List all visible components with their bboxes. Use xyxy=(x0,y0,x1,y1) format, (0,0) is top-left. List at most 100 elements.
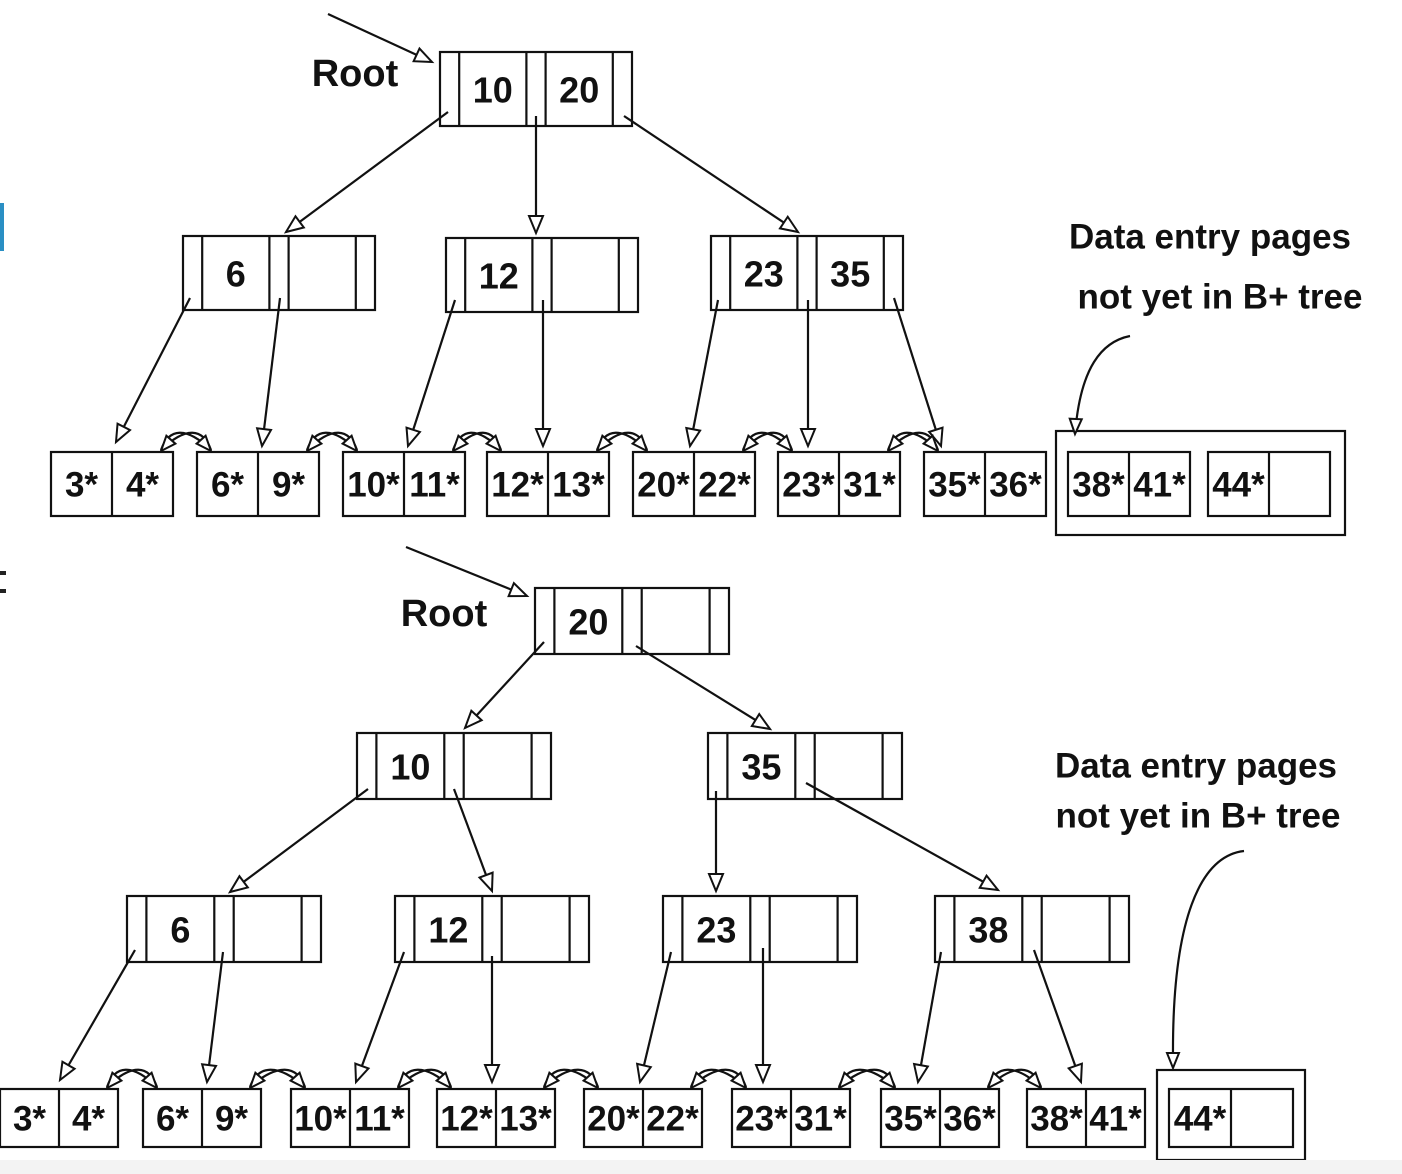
index-node-key-2: 35 xyxy=(830,254,870,295)
leaf-page: 10*11* xyxy=(341,450,467,518)
tree-edge-arrow-head xyxy=(978,873,1001,892)
leaf-page-entry-1: 35* xyxy=(884,1100,937,1139)
sibling-link-head-left xyxy=(689,1071,708,1091)
pending-leaf-page: 44* xyxy=(1206,450,1332,518)
index-node: 6 xyxy=(125,894,323,964)
leaf-page-entry-1: 10* xyxy=(347,466,400,505)
tree-edge-arrow-head xyxy=(58,1060,77,1083)
leaf-page: 23*31* xyxy=(776,450,902,518)
leaf-page-entry-2: 22* xyxy=(646,1100,699,1139)
tree-edge-arrow-head xyxy=(750,712,773,731)
pending-annotation-line-2: not yet in B+ tree xyxy=(1056,797,1341,836)
tree-edge-arrow xyxy=(916,951,943,1083)
root-node-box xyxy=(533,586,731,656)
annotation-pointer-head xyxy=(1165,1052,1181,1071)
index-node-box xyxy=(933,894,1131,964)
tree-edge-arrow-head xyxy=(483,1064,501,1085)
sibling-link-head-right xyxy=(434,1071,453,1091)
leaf-page: 35*36* xyxy=(879,1087,1001,1149)
tree-edge-arrow xyxy=(205,951,225,1083)
tree-edge-arrow xyxy=(464,641,545,729)
tree-edge-arrow xyxy=(892,297,943,447)
pending-annotation-line-1: Data entry pages xyxy=(1055,747,1337,786)
tree-edge-arrow-head xyxy=(527,215,545,236)
sibling-link-head-left xyxy=(159,434,178,454)
leaf-page: 20*22* xyxy=(582,1087,704,1149)
leaf-page-entry-2: 11* xyxy=(354,1100,405,1139)
index-node: 23 xyxy=(661,894,859,964)
tree-edge-arrow-head xyxy=(463,708,484,730)
index-node-box xyxy=(706,731,904,801)
leaf-page-entry-1: 12* xyxy=(440,1100,493,1139)
index-node-key-1: 6 xyxy=(170,910,190,951)
leaf-page-entry-1: 3* xyxy=(13,1100,46,1139)
leaf-page-entry-1: 23* xyxy=(782,466,835,505)
leaf-page-entry-2: 22* xyxy=(698,466,751,505)
annotation-pointer-head xyxy=(1068,417,1084,437)
pending-leaf-page-entry-2: 41* xyxy=(1133,466,1186,505)
sibling-link-head-left xyxy=(837,1071,856,1091)
sibling-link-head-right xyxy=(775,434,794,454)
annotation-pointer xyxy=(1171,849,1245,1059)
root-node-key-1: 20 xyxy=(568,602,608,643)
leaf-page-entry-1: 20* xyxy=(587,1100,640,1139)
leaf-page-entry-2: 9* xyxy=(215,1100,248,1139)
index-node-key-1: 38 xyxy=(968,910,1008,951)
root-node-key-1: 10 xyxy=(473,70,513,111)
annotation-pointer xyxy=(1074,334,1131,425)
index-node-key-1: 10 xyxy=(390,747,430,788)
leaf-page-entry-1: 6* xyxy=(156,1100,189,1139)
leaf-page-entry-1: 38* xyxy=(1030,1100,1083,1139)
leaf-page: 6* 9* xyxy=(141,1087,263,1149)
sibling-link-head-right xyxy=(921,434,940,454)
root-node: 10 20 xyxy=(438,50,634,128)
root-label: Root xyxy=(312,53,399,95)
leaf-page: 12*13* xyxy=(435,1087,557,1149)
tree-edge-arrow xyxy=(406,299,457,447)
sibling-link-head-right xyxy=(1024,1071,1043,1091)
index-node: 12 xyxy=(393,894,591,964)
tree-edge-arrow xyxy=(229,788,369,893)
sibling-link-head-left xyxy=(542,1071,561,1091)
index-node-key-1: 6 xyxy=(226,254,246,295)
pending-leaf-page: 44* xyxy=(1167,1087,1295,1149)
tree-edge-arrow-head xyxy=(635,1062,653,1085)
leaf-page: 10*11* xyxy=(289,1087,411,1149)
index-node: 38 xyxy=(933,894,1131,964)
sibling-link-head-right xyxy=(340,434,359,454)
root-label: Root xyxy=(401,593,488,635)
index-node-box xyxy=(661,894,859,964)
tree-edge-arrow xyxy=(59,949,136,1081)
root-node-key-2: 20 xyxy=(559,70,599,111)
sibling-link-head-left xyxy=(741,434,760,454)
index-node-key-1: 23 xyxy=(696,910,736,951)
tree-edge-arrow xyxy=(688,299,720,447)
leaf-page: 6*9* xyxy=(195,450,321,518)
tree-edge-arrow xyxy=(354,951,406,1083)
pending-leaf-page-entry-1: 44* xyxy=(1212,466,1265,505)
index-node: 12 xyxy=(444,236,640,314)
tree-edge-arrow-head xyxy=(754,1064,772,1085)
leaf-page-entry-1: 3* xyxy=(65,466,98,505)
tree-edge-arrow-head xyxy=(927,426,944,449)
leaf-page-entry-2: 13* xyxy=(499,1100,552,1139)
pending-leaf-page-entry-1: 38* xyxy=(1072,466,1125,505)
tree-edge-arrow-head xyxy=(114,422,132,445)
leaf-page-entry-2: 11* xyxy=(409,466,460,505)
tree-edge-arrow-head xyxy=(405,426,422,449)
tree-edge-arrow-head xyxy=(707,873,725,894)
sibling-link-head-left xyxy=(248,1071,267,1091)
tree-edge-arrow xyxy=(452,788,494,892)
tree-edge-arrow-head xyxy=(912,1062,930,1085)
tree-edge-arrow xyxy=(638,951,673,1083)
sibling-link-head-left xyxy=(451,434,470,454)
index-node-key-1: 23 xyxy=(744,254,784,295)
leaf-page-entry-2: 4* xyxy=(72,1100,105,1139)
sibling-link-head-right xyxy=(288,1071,307,1091)
sibling-link-head-right xyxy=(630,434,649,454)
sibling-link-head-right xyxy=(140,1071,159,1091)
pending-leaf-page: 38*41* xyxy=(1066,450,1192,518)
